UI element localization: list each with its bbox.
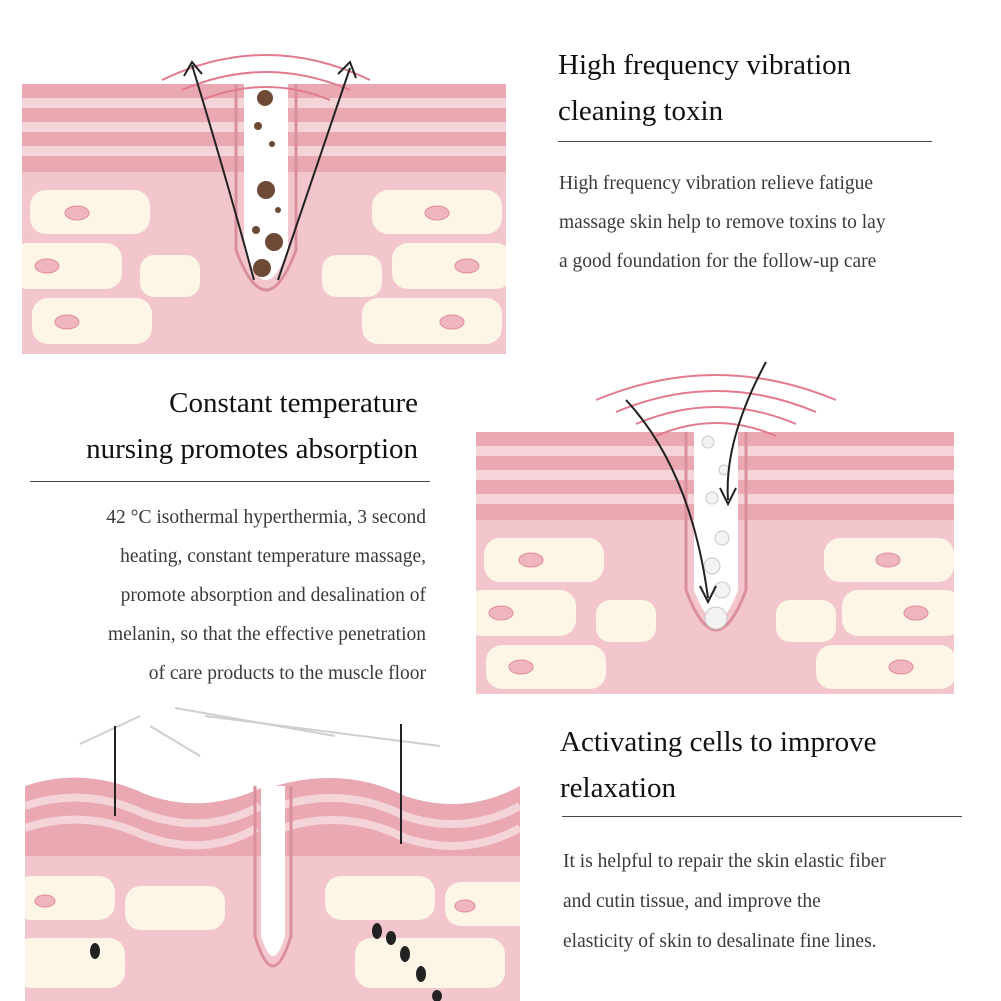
section-body-line-2: heating, constant temperature massage, bbox=[120, 546, 426, 567]
section-body-line-4: melanin, so that the effective penetrati… bbox=[107, 624, 426, 645]
section-body-line-3: promote absorption and desalination of bbox=[120, 585, 426, 606]
section-title-line-1: Constant temperature bbox=[169, 387, 418, 419]
section-body-line-1: 42 °C isothermal hyperthermia, 3 second bbox=[106, 507, 426, 528]
section-title-line-2: nursing promotes absorption bbox=[86, 433, 418, 465]
section-body-line-2: and cutin tissue, and improve the bbox=[563, 891, 821, 912]
section-body-line-5: of care products to the muscle floor bbox=[148, 663, 426, 684]
section-body-line-3: elasticity of skin to desalinate fine li… bbox=[563, 931, 877, 952]
section-body-line-3: a good foundation for the follow-up care bbox=[559, 251, 877, 272]
section-body-line-2: massage skin help to remove toxins to la… bbox=[559, 212, 886, 233]
section-title-line-2: relaxation bbox=[560, 772, 676, 804]
section-body-line-1: It is helpful to repair the skin elastic… bbox=[563, 851, 886, 872]
section-title-line-1: High frequency vibration bbox=[558, 49, 852, 81]
skin-illustration-toxin-cleaning bbox=[22, 40, 506, 354]
section-divider bbox=[558, 141, 932, 142]
section-divider bbox=[562, 816, 962, 817]
section-title-line-2: cleaning toxin bbox=[558, 95, 724, 127]
section-body-line-1: High frequency vibration relieve fatigue bbox=[559, 173, 874, 194]
section-title-line-1: Activating cells to improve bbox=[560, 726, 877, 758]
section-divider bbox=[30, 481, 430, 482]
skin-illustration-absorption bbox=[476, 360, 954, 694]
skin-illustration-relaxation bbox=[25, 706, 520, 1001]
